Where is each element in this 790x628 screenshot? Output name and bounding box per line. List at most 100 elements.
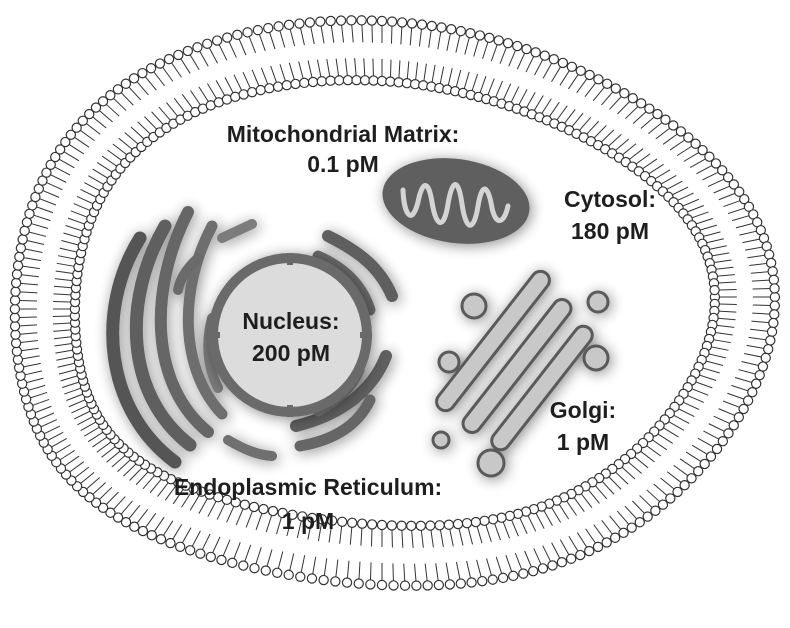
lipid-head [129,521,140,532]
lipid-head [230,91,241,103]
lipid-head [264,83,275,94]
plasma-membrane [9,15,781,591]
lipid-head [165,537,176,549]
lipid-head [294,18,305,29]
lipid-head [37,175,48,186]
lipid-head [77,115,88,127]
lipid-head [584,545,595,557]
lipid-head [593,74,604,85]
lipid-head [512,40,523,52]
lipid-head [548,54,560,65]
lipid-head [465,27,476,39]
lipid-head [406,520,417,532]
lipid-head [146,529,158,541]
lipid-head [709,284,720,296]
lipid-head [443,519,455,530]
lipid-head [174,541,186,552]
lipid-head [366,15,378,26]
lipid-head [683,132,694,143]
lipid-head [14,251,25,263]
lipid-head [711,443,723,455]
cytosol-label-name: Cytosol: [564,186,656,212]
lipid-head [316,76,327,87]
lipid-head [252,24,264,36]
lipid-head [10,286,21,297]
lipid-head [765,257,777,269]
lipid-head [610,83,621,94]
lipid-head [145,63,157,74]
lipid-head [205,551,217,563]
lipid-head [446,24,457,35]
lipid-head [675,126,687,137]
lipid-head [9,303,21,315]
lipid-head [539,50,551,61]
lipid-head [184,545,196,556]
lipid-head [120,78,132,89]
lipid-head [743,201,755,212]
lipid-head [434,520,445,531]
lipid-head [242,27,253,38]
lipid-head [723,428,734,439]
lipid-head [105,507,116,518]
lipid-head [283,569,294,581]
lipid-head [444,579,456,590]
lipid-head [705,451,717,462]
lipid-head [672,486,683,498]
lipid-head [295,571,306,582]
lipid-head [699,458,710,470]
lipid-head [479,515,490,527]
lipid-head [619,88,630,99]
lipid-head [267,505,279,517]
lipid-head [652,108,663,120]
lipid-head [763,343,774,355]
lipid-head [316,514,328,525]
lipid-head [466,577,477,588]
lipid-head [575,549,586,561]
er-cisterna [322,230,398,302]
lipid-head [163,53,175,65]
lipid-head [359,75,371,86]
lipid-head [693,466,704,477]
lipid-head [627,93,638,104]
lipid-head [11,269,23,280]
lipid-head [9,320,21,332]
lipid-head [281,79,292,91]
lipid-head [609,532,621,543]
lipid-head [341,577,353,588]
lipid-head [9,312,21,323]
lipid-head [334,75,345,86]
lipid-head [575,65,586,77]
lipid-head [747,387,758,398]
lipid-head [182,45,194,57]
nuclear-pores [208,253,372,417]
lipid-head [566,61,578,72]
lipid-head [283,19,295,31]
lipid-head [426,20,437,32]
lipid-head [10,277,22,289]
lipid-head [521,43,532,55]
lipid-head [356,15,367,26]
lipid-head [396,17,408,28]
lipid-head [750,378,762,389]
lipid-head [634,517,645,528]
lipid-head [470,516,482,528]
lipid-head [90,497,102,508]
lipid-head [54,144,66,155]
lipid-head [686,473,697,484]
mito-label-value: 0.1 pM [307,151,379,177]
er-cisterna [173,253,203,295]
lipid-head [768,317,779,329]
lipid-head [742,395,754,406]
lipid-head [173,49,184,61]
lipid-head [346,15,357,26]
lipid-head [518,568,529,579]
lipid-head [24,208,35,219]
lipid-head [90,102,102,113]
lipid-head [376,519,388,531]
lipid-head [255,84,266,96]
lipid-head [601,78,613,89]
lipid-head [722,172,734,183]
lipid-head [717,436,729,447]
lipid-head [137,67,148,79]
lipid-head [565,553,577,564]
